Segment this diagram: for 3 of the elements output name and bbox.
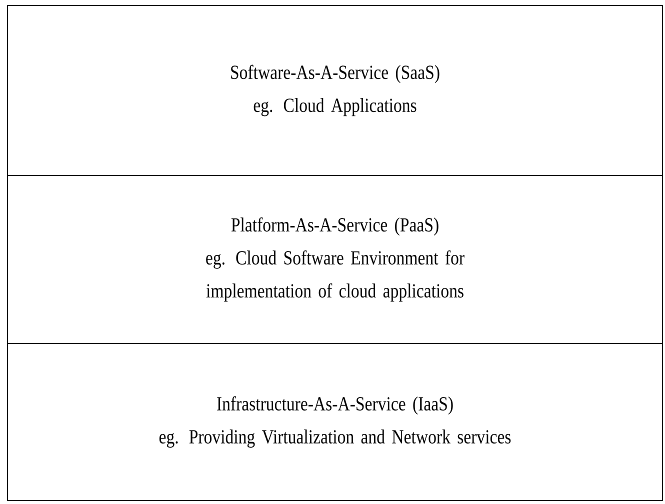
layer-box: Software-As-A-Service (SaaS) eg. Cloud Applications: [7, 5, 663, 176]
layer-box: Platform-As-A-Service (PaaS) eg. Cloud Software Environment for implementation of cloud applications: [7, 175, 663, 344]
layer-box: Infrastructure-As-A-Service (IaaS) eg. Providing Virtualization and Network services: [7, 343, 663, 501]
